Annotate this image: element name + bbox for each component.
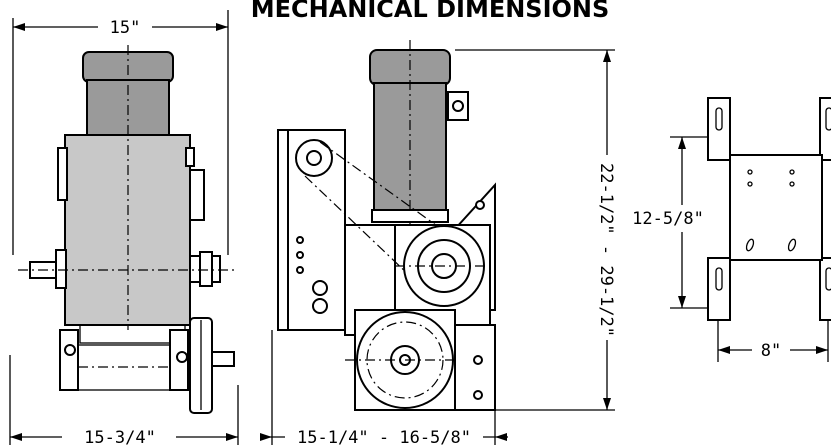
arrowhead (13, 23, 25, 31)
arrowhead (10, 433, 22, 441)
plate-tab-top-right (819, 97, 831, 161)
side-bolt (64, 344, 76, 356)
side-pulley-shaft (211, 351, 235, 367)
arrowhead (603, 398, 611, 410)
front-drum-dashed (366, 321, 444, 399)
front-panel-dot (296, 236, 304, 244)
plate-height-label: 12-5/8" (632, 209, 704, 229)
front-left-edge (277, 129, 289, 331)
plate-hole (789, 169, 795, 175)
plate-slot (825, 107, 831, 131)
side-bolt (176, 351, 188, 363)
side-view: 15" 15-3/4" (9, 10, 239, 448)
plate-hole (747, 181, 753, 187)
side-bottom-width-label: 15-3/4" (84, 428, 156, 448)
drawing-title: MECHANICAL DIMENSIONS (251, 0, 610, 23)
front-chain-upper (319, 141, 441, 229)
front-bracket-bolt (475, 200, 485, 210)
side-flange-right (189, 169, 205, 221)
side-flange-left (57, 147, 68, 201)
side-collar-right (199, 251, 213, 287)
arrowhead (718, 346, 730, 354)
plate-body (729, 154, 823, 261)
arrowhead (678, 137, 686, 149)
side-lower-bracket-left (59, 329, 79, 391)
side-collar-left (55, 249, 67, 289)
front-view: 22-1/2" - 29-1/2" 15-1/4" - 16-5/8" (260, 40, 616, 448)
plate-oval-hole (745, 238, 755, 252)
arrowhead (495, 433, 507, 441)
front-junction-hole (452, 100, 464, 112)
front-width-label: 15-1/4" - 16-5/8" (297, 428, 471, 448)
front-lower-bolt (473, 390, 483, 400)
front-motor-flange (371, 209, 449, 223)
mounting-plate-view: 12-5/8" 8" (632, 97, 831, 362)
plate-slot (715, 267, 723, 291)
arrowhead (226, 433, 238, 441)
plate-hole (747, 169, 753, 175)
plate-tab-bottom-left (707, 257, 731, 321)
arrowhead (678, 296, 686, 308)
front-height-label: 22-1/2" - 29-1/2" (596, 163, 616, 337)
plate-tab-bottom-right (819, 257, 831, 321)
front-top-sprocket-hub (306, 150, 322, 166)
front-panel-port (312, 280, 328, 296)
side-top-width-label: 15" (110, 18, 141, 38)
front-panel-dot (296, 251, 304, 259)
plate-hole (789, 181, 795, 187)
arrowhead (260, 433, 272, 441)
arrowhead (216, 23, 228, 31)
plate-slot (715, 107, 723, 131)
arrowhead (816, 346, 828, 354)
plate-slot (825, 267, 831, 291)
plate-oval-hole (787, 238, 797, 252)
front-lower-bolt (473, 355, 483, 365)
plate-width-label: 8" (761, 341, 781, 361)
plate-tab-top-left (707, 97, 731, 161)
arrowhead (603, 50, 611, 62)
front-panel-dot (296, 266, 304, 274)
side-bracket (185, 147, 195, 167)
front-panel-port (312, 298, 328, 314)
